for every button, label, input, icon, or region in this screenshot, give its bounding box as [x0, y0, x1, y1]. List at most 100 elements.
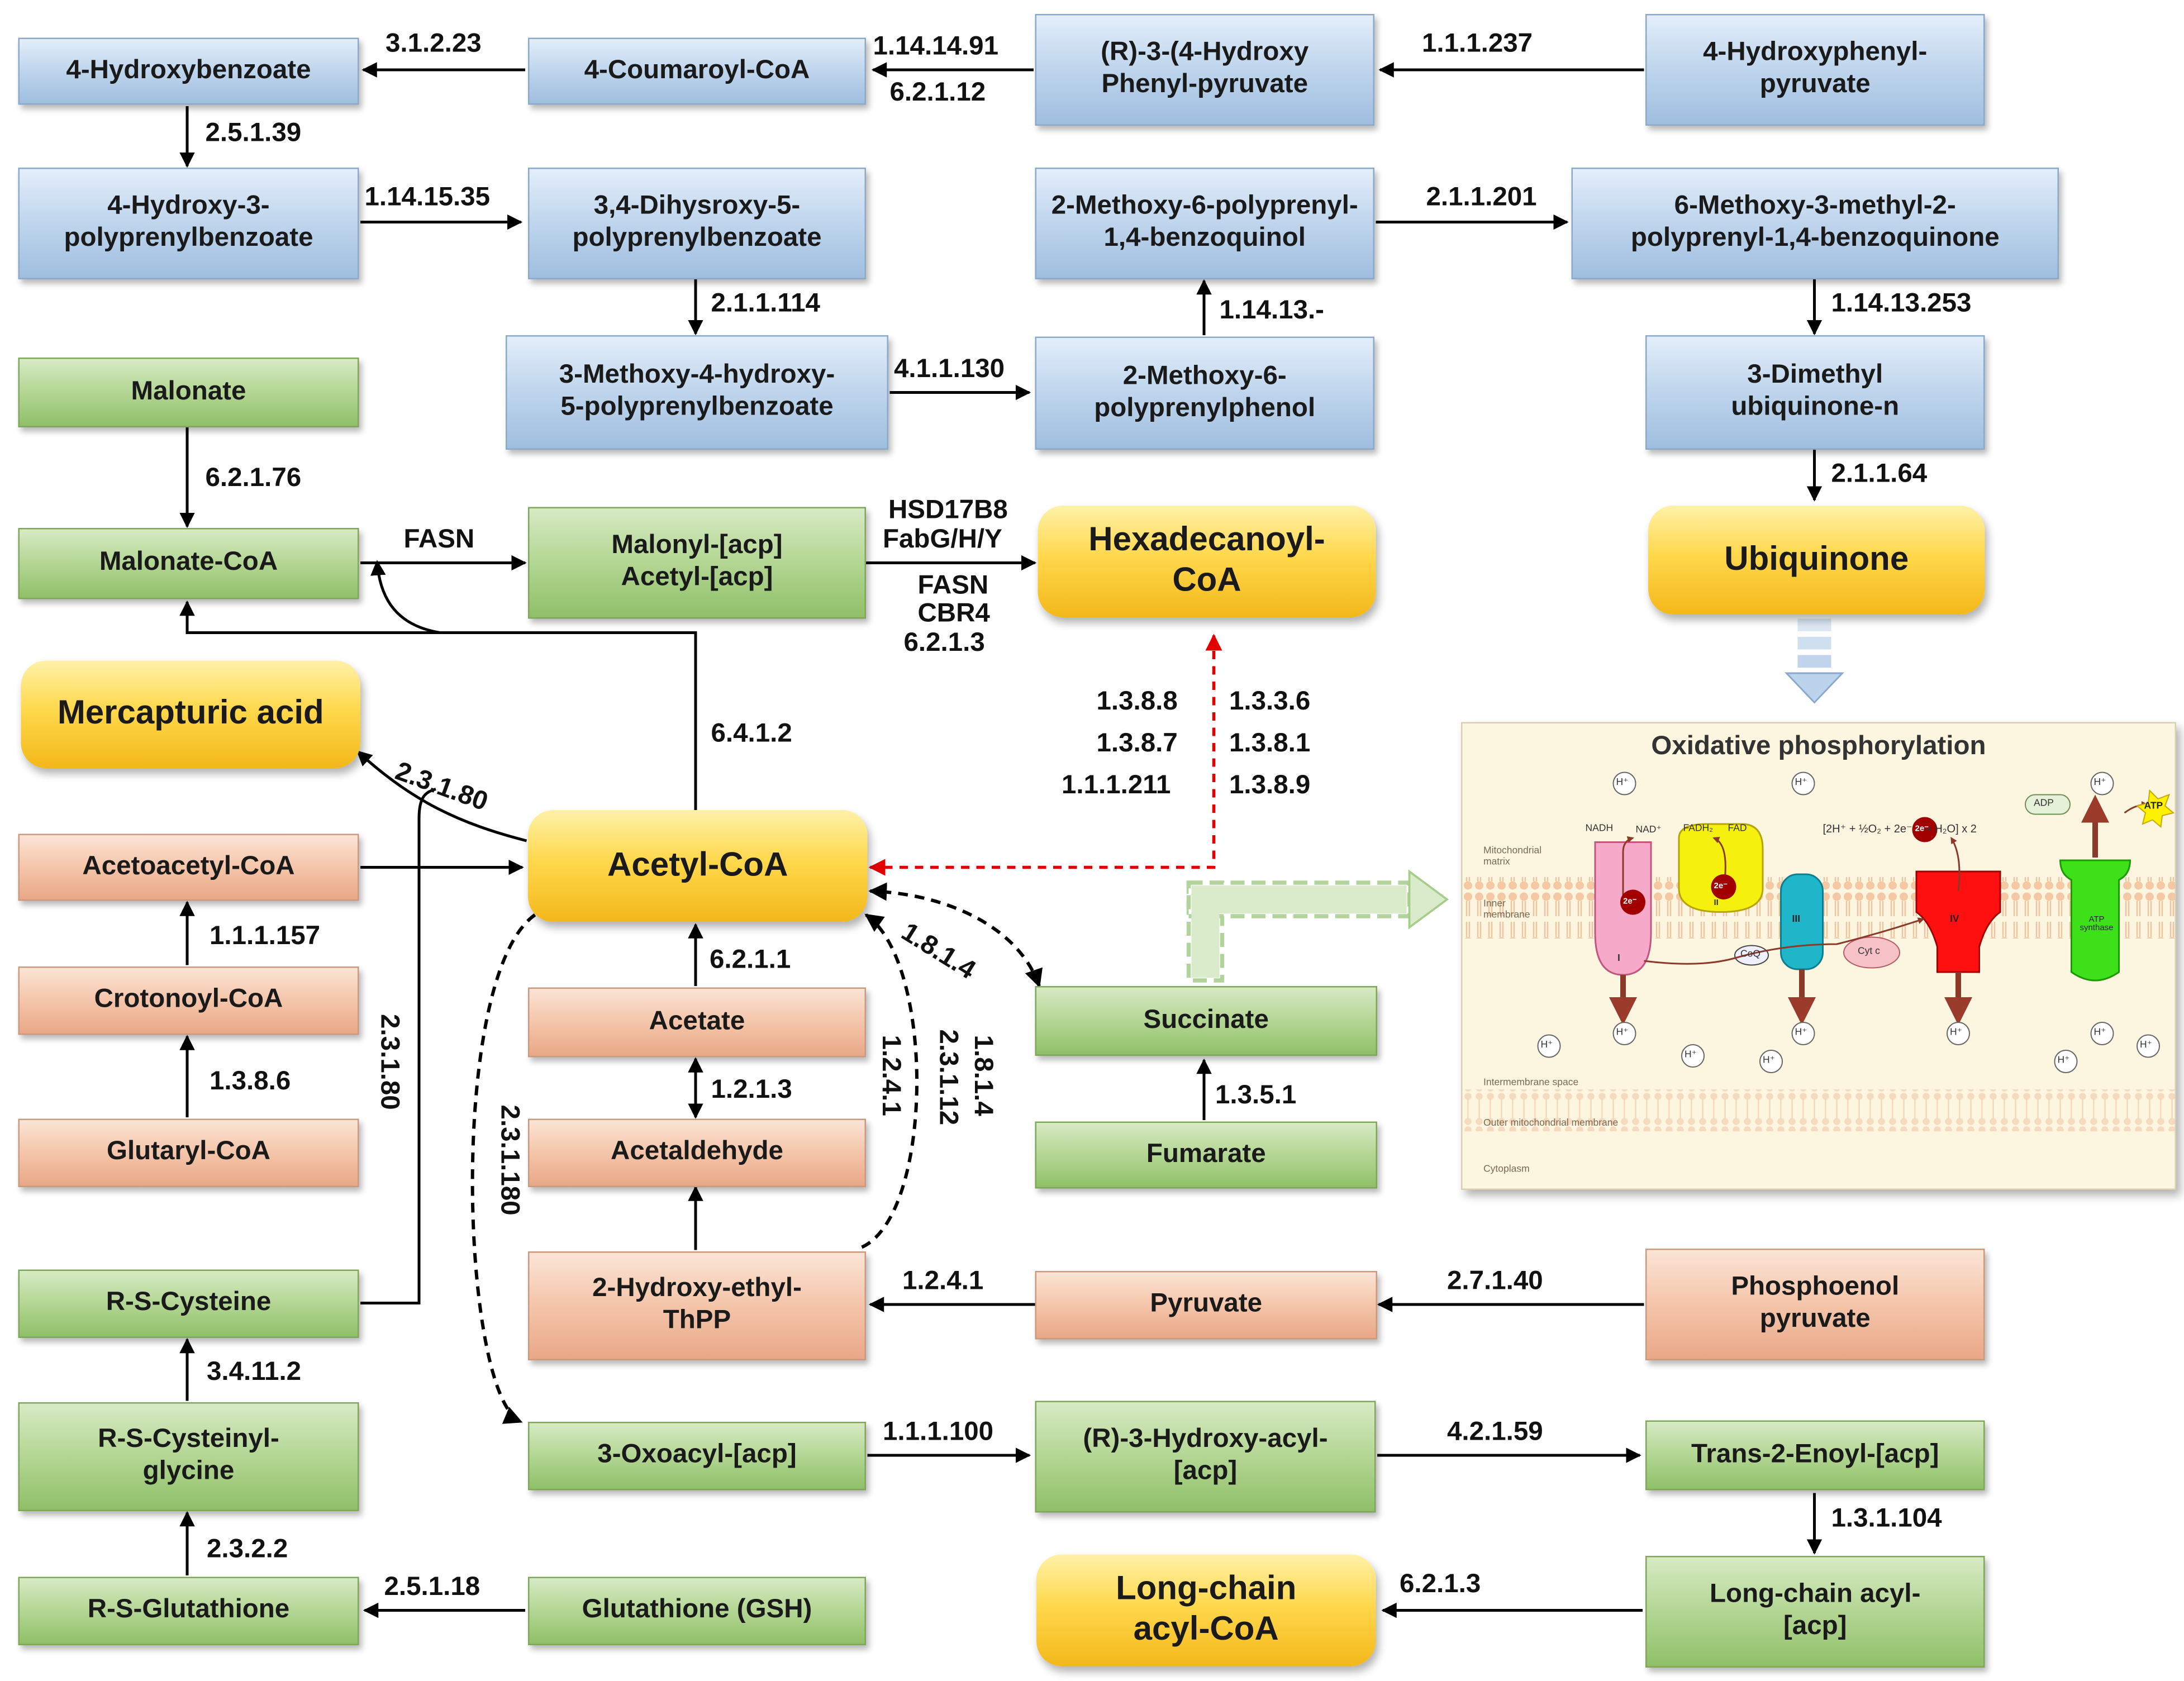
node-label: Succinate	[1143, 1004, 1269, 1035]
edge-dashed-red	[868, 634, 1222, 876]
node-label-line: Hexadecanoyl-	[1088, 521, 1325, 559]
cytochrome-c	[1843, 936, 1900, 969]
enzyme-label: 2.1.1.64	[1831, 459, 1928, 489]
enzyme-label: 1.2.4.1	[902, 1266, 984, 1296]
node-methoxy-hydroxy-polyprenylbenzoate: 3-Methoxy-4-hydroxy-5-polyprenylbenzoate	[506, 335, 888, 450]
node-pyruvate: Pyruvate	[1035, 1271, 1377, 1340]
node-label: Fumarate	[1146, 1139, 1266, 1169]
complex-iv-label: IV	[1950, 915, 1959, 925]
node-succinate: Succinate	[1035, 986, 1377, 1056]
electron-label: 2e⁻	[1714, 883, 1728, 891]
node-hydroxyacyl-acp: (R)-3-Hydroxy-acyl-[acp]	[1035, 1401, 1376, 1513]
node-malonate: Malonate	[18, 358, 359, 427]
nadh-label: NADH	[1585, 824, 1614, 834]
electron-badge-icon	[1620, 889, 1645, 915]
succinate-to-oxphos-arrow	[1186, 869, 1449, 983]
cytc-label: Cyt c	[1858, 947, 1880, 957]
node-label: Acetyl-CoA	[607, 845, 788, 884]
node-label: 3-Oxoacyl-[acp]	[597, 1440, 797, 1470]
node-4-hydroxy-3-polyprenylbenzoate: 4-Hydroxy-3-polyprenylbenzoate	[18, 168, 359, 279]
atp-label: ATP	[2144, 802, 2163, 812]
node-longchain-acyl-acp: Long-chain acyl-[acp]	[1645, 1556, 1985, 1668]
electron-badge-icon	[1912, 817, 1938, 842]
node-label-line: polyprenyl-1,4-benzoquinone	[1630, 223, 2000, 253]
oxygen-arrow	[1950, 836, 1961, 892]
node-3-oxoacyl-acp: 3-Oxoacyl-[acp]	[528, 1422, 866, 1490]
fad-label: FAD	[1728, 824, 1747, 834]
atp-synthase-label: ATP synthase	[2080, 916, 2114, 933]
node-label-line: 4-Hydroxyphenyl-	[1703, 38, 1928, 68]
node-acetoacetyl-coa: Acetoacetyl-CoA	[18, 834, 359, 901]
node-label: Mercapturic acid	[57, 694, 324, 732]
enzyme-label: 4.1.1.130	[894, 355, 1005, 384]
outer-membrane-label: Outer mitochondrial membrane	[1483, 1118, 1619, 1129]
enzyme-label: 6.2.1.12	[889, 78, 986, 108]
node-label-line: 2-Hydroxy-ethyl-	[592, 1274, 802, 1304]
inner-membrane-label: Inner membrane	[1483, 899, 1530, 921]
node-label: Ubiquinone	[1724, 540, 1909, 578]
enzyme-label: 6.2.1.1	[710, 945, 791, 975]
node-label-line: polyprenylphenol	[1094, 393, 1316, 423]
node-label-line: 5-polyprenylbenzoate	[560, 392, 834, 422]
node-hydroxyethyl-thpp: 2-Hydroxy-ethyl-ThPP	[528, 1251, 866, 1360]
coq-label: CoQ	[1740, 950, 1761, 960]
node-acetyl-coa: Acetyl-CoA	[528, 810, 868, 922]
node-label: Acetaldehyde	[611, 1137, 783, 1166]
node-label-line: ThPP	[663, 1306, 731, 1336]
node-r-s-cysteinylglycine: R-S-Cysteinyl-glycine	[18, 1402, 359, 1511]
proton-label: H⁺	[2093, 1028, 2106, 1038]
ubiquinone-to-oxphos-arrow	[1785, 618, 1844, 704]
enzyme-label: 6.2.1.3	[1400, 1570, 1481, 1599]
node-fumarate: Fumarate	[1035, 1121, 1377, 1189]
node-label-line: 3-Dimethyl	[1747, 360, 1883, 391]
node-glutaryl-coa: Glutaryl-CoA	[18, 1118, 359, 1187]
coq-carrier	[1734, 945, 1769, 966]
electron-badge-icon	[1711, 874, 1736, 899]
intermembrane-label: Intermembrane space	[1483, 1078, 1579, 1088]
node-label-line: 2-Methoxy-6-	[1122, 361, 1287, 391]
node-label-line: polyprenylbenzoate	[64, 223, 313, 253]
node-acetate: Acetate	[528, 987, 866, 1058]
node-glutathione-gsh: Glutathione (GSH)	[528, 1577, 866, 1645]
electron-transport-line	[1644, 917, 1925, 965]
node-4-coumaroyl-coa: 4-Coumaroyl-CoA	[528, 37, 866, 105]
node-label-line: glycine	[142, 1456, 235, 1487]
enzyme-label: FASN	[917, 571, 989, 601]
complex-i-label: I	[1617, 954, 1620, 964]
adp-pill	[2025, 794, 2071, 815]
node-label-line: 2-Methoxy-6-polyprenyl-	[1051, 192, 1358, 221]
enzyme-label: 1.14.14.91	[873, 32, 999, 61]
node-acetaldehyde: Acetaldehyde	[528, 1118, 866, 1187]
edge-to-mercapturic	[356, 750, 527, 842]
edge-acetylcoa-to-malonatecoa	[179, 600, 697, 810]
node-label-line: Phenyl-pyruvate	[1101, 70, 1309, 99]
enzyme-label: 1.3.8.9	[1229, 771, 1311, 801]
enzyme-label: 2.5.1.39	[205, 118, 302, 148]
proton-label: H⁺	[2057, 1056, 2070, 1066]
complex-ii	[1678, 823, 1764, 913]
node-label: Glutathione (GSH)	[582, 1595, 812, 1625]
edge-cysteine-to-mercapturic	[360, 788, 436, 1304]
edge-curve-malonatecoa	[370, 560, 440, 634]
node-label-line: Long-chain	[1116, 1570, 1297, 1608]
node-label-line: pyruvate	[1759, 70, 1871, 99]
node-label-line: 6-Methoxy-3-methyl-2-	[1674, 192, 1956, 221]
node-label: Glutaryl-CoA	[107, 1137, 270, 1166]
enzyme-label: 1.2.4.1	[875, 1035, 906, 1116]
node-label: Malonate-CoA	[99, 547, 278, 577]
node-label: Acetate	[649, 1006, 745, 1036]
node-label-line: 4-Hydroxy-3-	[107, 192, 270, 221]
enzyme-label: 1.3.3.6	[1229, 687, 1311, 717]
node-label-line: Long-chain acyl-	[1710, 1580, 1921, 1609]
complex-iii-label: III	[1792, 915, 1801, 925]
complex-ii-label: II	[1714, 899, 1719, 908]
electron-label: 2e⁻	[1915, 825, 1929, 834]
node-label-line: 3,4-Dihysroxy-5-	[593, 192, 801, 221]
enzyme-label: 3.1.2.23	[386, 29, 482, 59]
node-trans-2-enoyl-acp: Trans-2-Enoyl-[acp]	[1645, 1420, 1985, 1490]
proton-label: H⁺	[1616, 1028, 1629, 1038]
